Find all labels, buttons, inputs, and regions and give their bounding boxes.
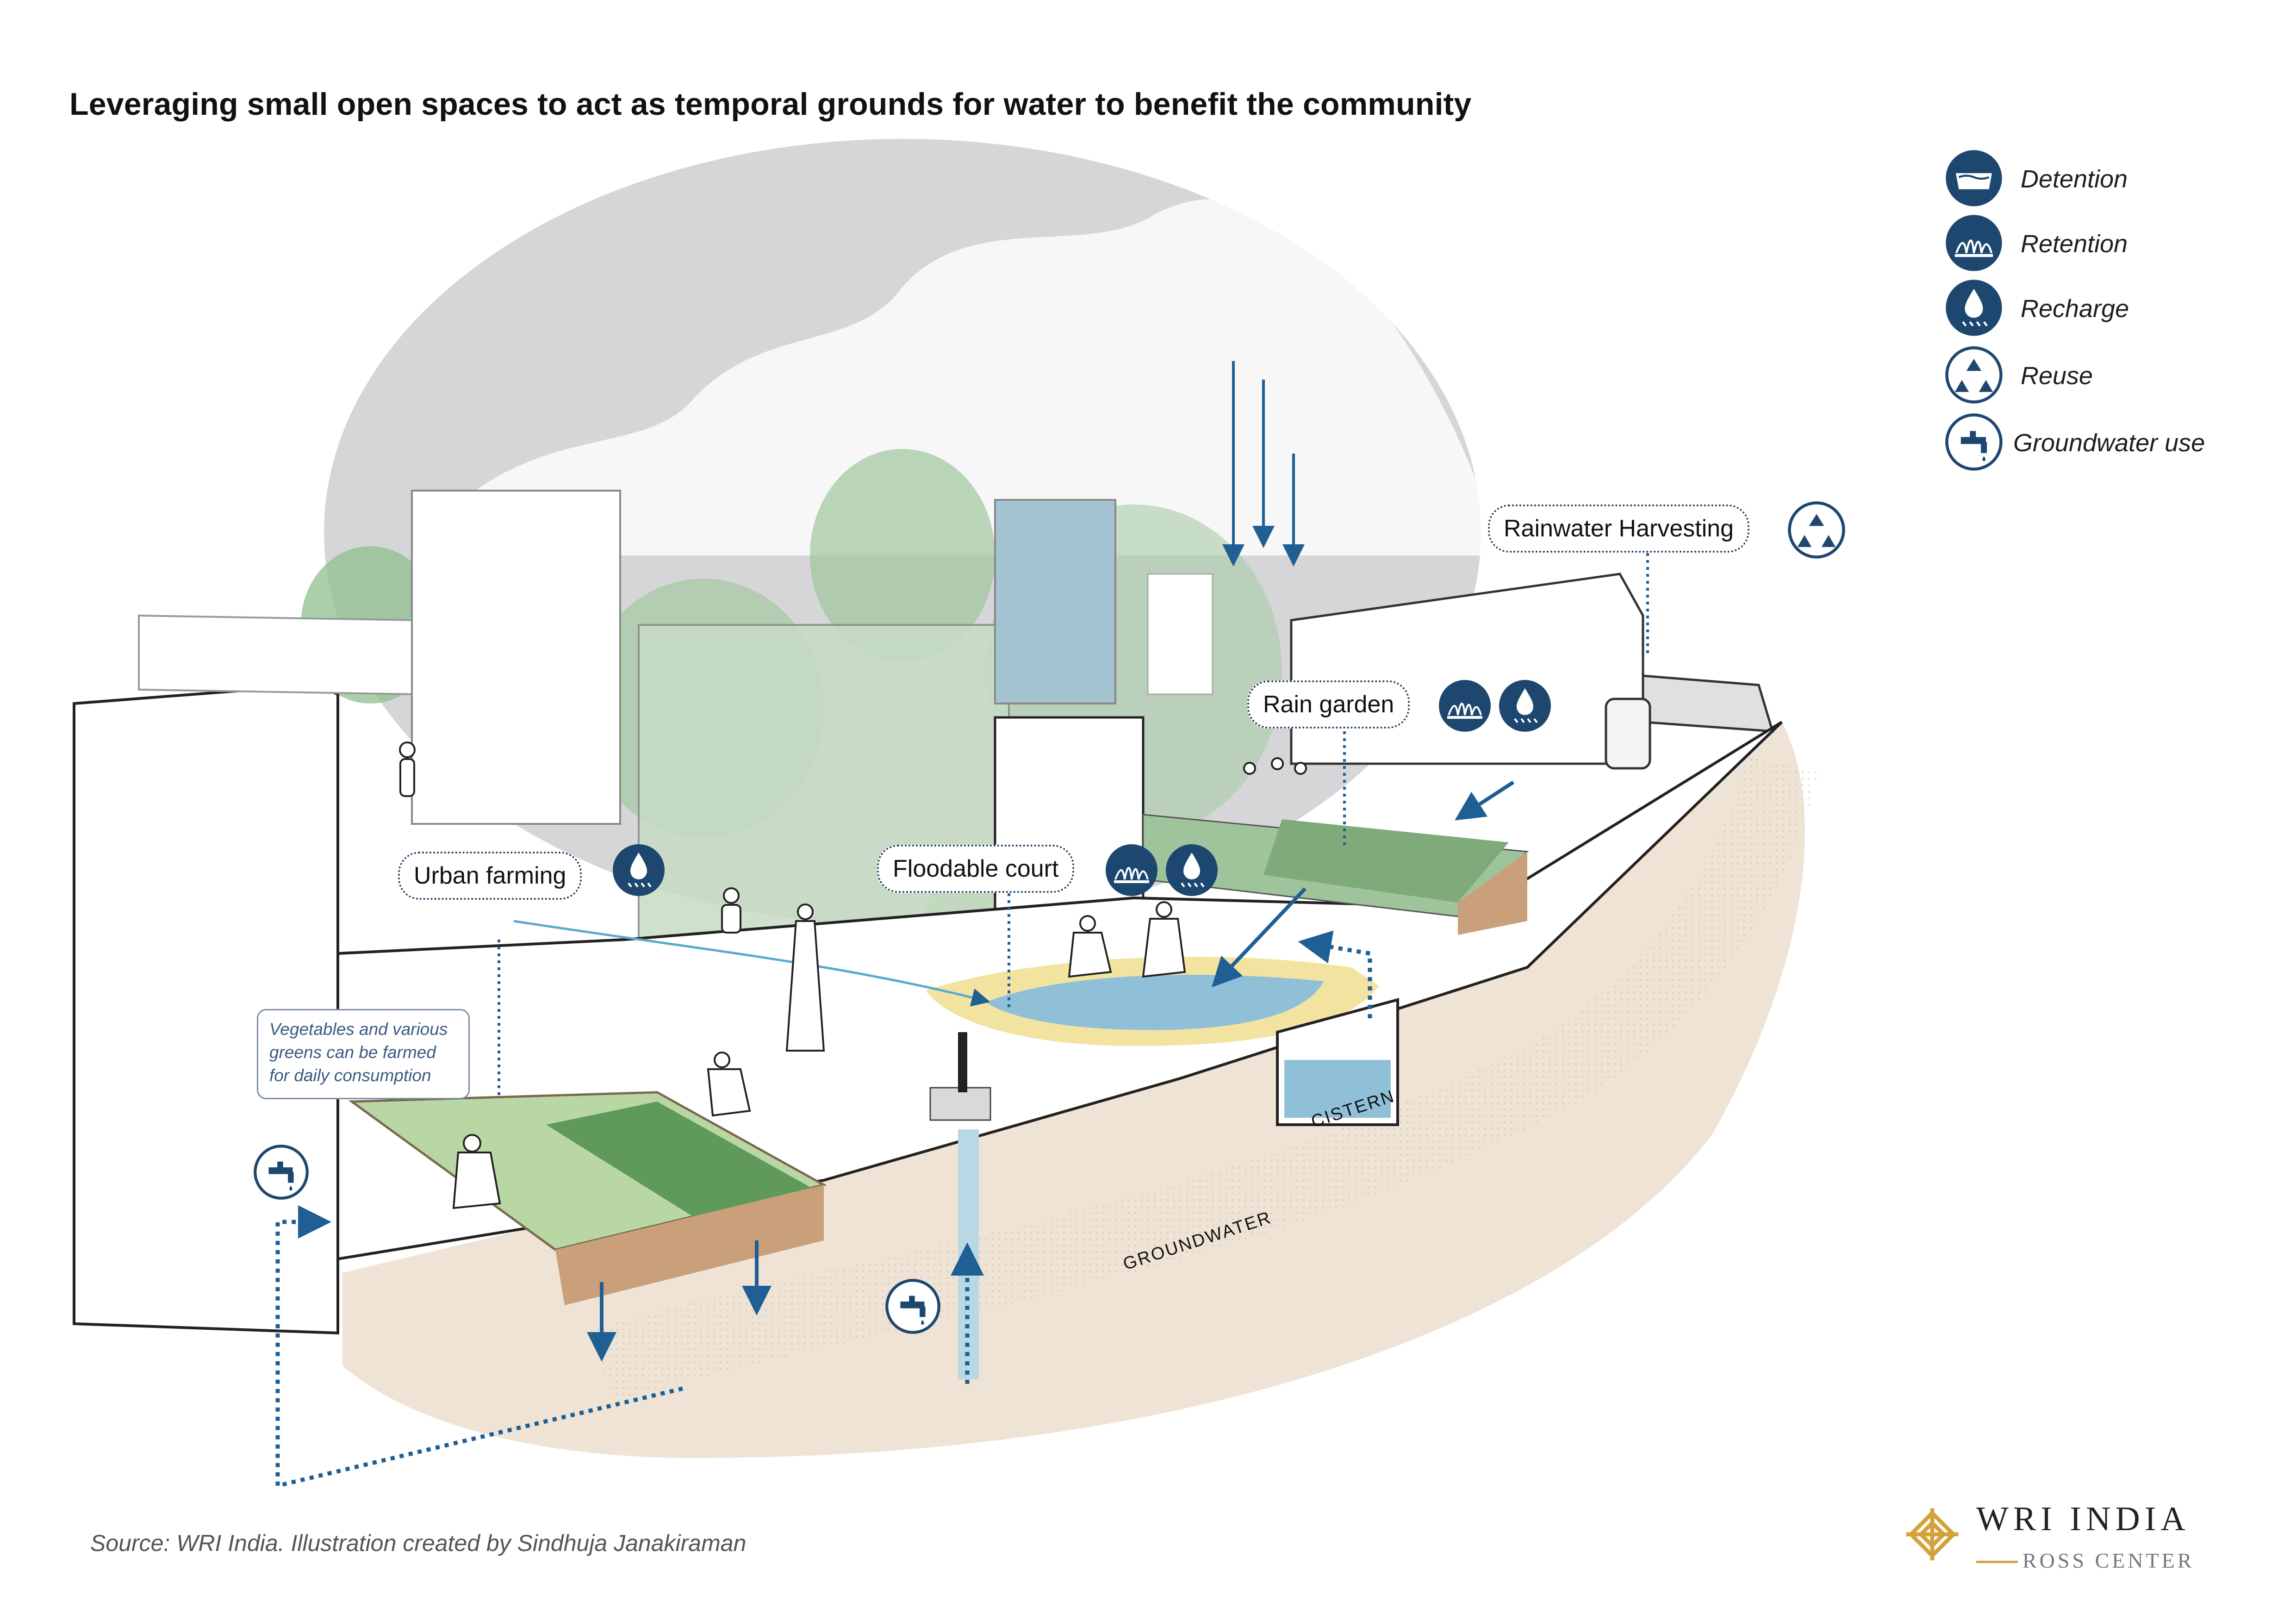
rain-arrows [1222, 361, 1305, 567]
legend-label: Detention [2021, 165, 2128, 193]
rainwater-harvesting-reuse-icon [1786, 500, 1847, 562]
rain-garden-callout: Rain garden [1247, 680, 1410, 729]
legend-item-retention: Retention [1944, 213, 2268, 273]
legend-item-recharge: Recharge [1944, 278, 2268, 338]
logo-subtitle: ROSS CENTER [2022, 1549, 2195, 1572]
groundwater-use-icon [1944, 412, 2004, 474]
rain-garden-retention-icon [1437, 678, 1493, 736]
soil-section [342, 722, 1818, 1458]
flow-arrows [513, 780, 1515, 1362]
reuse-icon [1944, 345, 2004, 407]
dotted-flow-lines [275, 553, 1649, 1489]
cistern [1276, 998, 1399, 1126]
floodable-court-callout: Floodable court [877, 845, 1075, 893]
recharge-icon [1944, 278, 2004, 340]
legend-item-reuse: Reuse [1944, 345, 2268, 405]
legend-item-detention: Detention [1944, 148, 2268, 208]
source-credit: Source: WRI India. Illustration created … [90, 1530, 747, 1556]
center-groundwater-use-icon [884, 1277, 942, 1338]
legend-label: Recharge [2021, 295, 2129, 323]
legend-label: Groundwater use [2013, 429, 2205, 457]
detention-icon [1944, 148, 2004, 211]
legend-label: Reuse [2021, 362, 2093, 390]
retention-icon [1944, 213, 2004, 275]
urban-farm-plots [348, 1091, 827, 1305]
floodable-court-recharge-icon [1164, 842, 1220, 900]
rain-garden [1142, 814, 1529, 935]
rain-garden-recharge-icon [1497, 678, 1553, 736]
legend-item-groundwater-use: Groundwater use [1944, 412, 2268, 472]
farming-note: Vegetables and various greens can be far… [257, 1009, 470, 1099]
left-groundwater-use-icon [252, 1143, 310, 1203]
legend-label: Retention [2021, 230, 2128, 258]
logo-wordmark: WRI INDIA [1976, 1500, 2190, 1538]
wri-logo-mark-icon [1902, 1504, 1962, 1567]
floodable-court [926, 957, 1379, 1046]
diagram-title: Leveraging small open spaces to act as t… [69, 86, 1472, 122]
rainwater-harvesting-callout: Rainwater Harvesting [1488, 505, 1750, 553]
urban-farming-callout: Urban farming [398, 852, 582, 900]
mid-buildings [411, 490, 1213, 973]
floodable-court-retention-icon [1104, 842, 1159, 900]
people [399, 741, 1307, 1209]
logo-divider [1976, 1561, 2018, 1563]
urban-farming-recharge-icon [611, 842, 666, 900]
